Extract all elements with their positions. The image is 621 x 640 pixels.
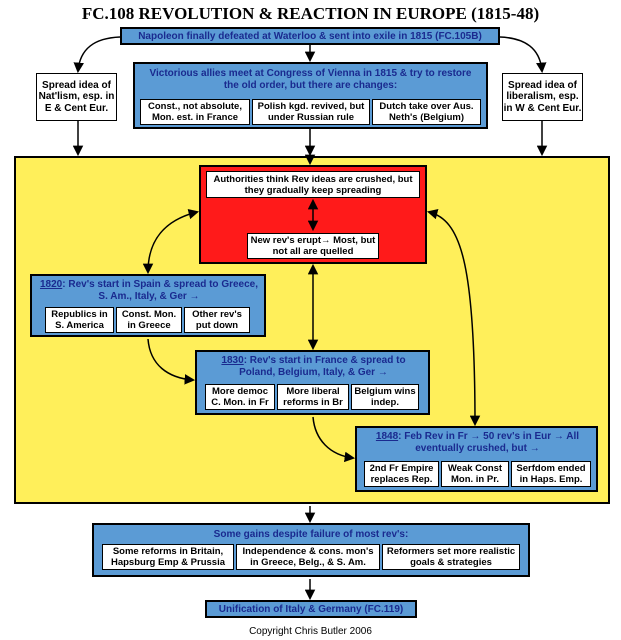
bottom-banner-text: Unification of Italy & Germany (FC.119) [218,603,404,615]
rev-1848-item-2: Weak Const Mon. in Pr. [441,461,509,487]
copyright: Copyright Chris Butler 2006 [249,626,372,637]
red-top-note: Authorities think Rev ideas are crushed,… [206,171,420,198]
rev-1830-box: 1830: Rev's start in France & spread to … [195,350,430,415]
rev-1830-item-3: Belgium wins indep. [351,384,419,410]
arrow-red-to-1820 [142,208,200,275]
rev-1848-desc: : Feb Rev in Fr → 50 rev's in Eur → All … [398,431,580,454]
rev-1830-item-2: More liberal reforms in Br [277,384,349,410]
left-note-text: Spread idea of Nat'lism, esp. in E & Cen… [38,79,115,114]
rev-1820-desc: : Rev's start in Spain & spread to Greec… [62,279,259,302]
gains-item-2: Independence & cons. mon's in Greece, Be… [236,544,380,570]
arrow-red-to-1848 [426,209,481,427]
red-bottom-note: New rev's erupt→ Most, but not all are q… [247,233,379,259]
rev-1820-box: 1820: Rev's start in Spain & spread to G… [30,274,266,337]
rev-1848-item-1: 2nd Fr Empire replaces Rep. [364,461,439,487]
congress-of-vienna-box: Victorious allies meet at Congress of Vi… [133,62,488,129]
arrow-1830-to-1848 [312,416,356,463]
arrow-1820-to-1830 [147,338,196,385]
rev-1848-year: 1848 [375,431,399,442]
rev-1820-item-3: Other rev's put down [184,307,250,333]
arrow-banner-to-left-note [73,36,121,74]
top-banner-text: Napoleon finally defeated at Waterloo & … [138,30,482,42]
bottom-banner: Unification of Italy & Germany (FC.119) [205,600,417,618]
rev-1820-year: 1820 [39,279,63,290]
congress-item-3: Dutch take over Aus. Neth's (Belgium) [372,99,481,125]
arrow-banner-to-right-note [499,36,547,74]
rev-1848-item-3: Serfdom ended in Haps. Emp. [511,461,591,487]
right-note: Spread idea of liberalism, esp. in W & C… [502,73,583,121]
rev-1830-year: 1830 [221,355,244,366]
rev-1830-text: 1830: Rev's start in France & spread to … [203,355,424,379]
rev-1830-desc: : Rev's start in France & spread to Pola… [239,355,406,378]
rev-1820-item-2: Const. Mon. in Greece [116,307,182,333]
top-banner: Napoleon finally defeated at Waterloo & … [120,27,500,45]
gains-item-1: Some reforms in Britain, Hapsburg Emp & … [102,544,234,570]
left-note: Spread idea of Nat'lism, esp. in E & Cen… [36,73,117,121]
rev-1848-box: 1848: Feb Rev in Fr → 50 rev's in Eur → … [355,426,598,492]
gains-item-3: Reformers set more realistic goals & str… [382,544,520,570]
right-note-text: Spread idea of liberalism, esp. in W & C… [503,79,582,114]
gains-text: Some gains despite failure of most rev's… [213,529,409,540]
congress-text: Victorious allies meet at Congress of Vi… [149,68,472,91]
congress-item-2: Polish kgd. revived, but under Russian r… [252,99,370,125]
rev-1820-text: 1820: Rev's start in Spain & spread to G… [38,279,260,303]
congress-item-1: Const., not absolute, Mon. est. in Franc… [140,99,250,125]
rev-1830-item-1: More democ C. Mon. in Fr [205,384,275,410]
red-spread-box: Authorities think Rev ideas are crushed,… [199,165,427,264]
gains-box: Some gains despite failure of most rev's… [92,523,530,577]
rev-1820-item-1: Republics in S. America [45,307,114,333]
page-title: FC.108 REVOLUTION & REACTION IN EUROPE (… [81,4,540,23]
rev-1848-text: 1848: Feb Rev in Fr → 50 rev's in Eur → … [363,431,592,455]
